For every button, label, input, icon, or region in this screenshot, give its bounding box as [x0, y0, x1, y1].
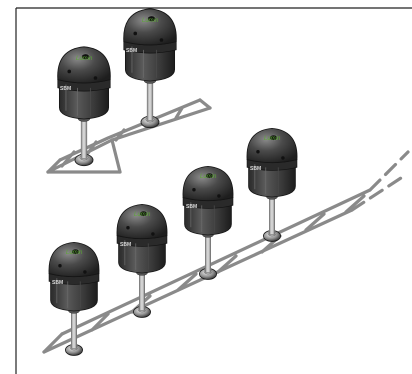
sensor-unit-lower-4	[246, 127, 298, 242]
brand-label-lower-1: Lumin	[66, 250, 83, 256]
model-label-upper-2: SBM	[126, 48, 137, 54]
brand-label-lower-3: Lumin	[200, 174, 217, 180]
model-label-lower-3: SBM	[186, 204, 197, 210]
sensor-unit-lower-3	[182, 165, 234, 280]
brand-label-lower-2: Lumin	[134, 212, 151, 218]
upper-ladder	[46, 98, 212, 174]
brand-label-upper-1: Lumin	[76, 56, 93, 62]
model-label-upper-1: SBM	[60, 86, 71, 92]
model-label-lower-2: SBM	[120, 242, 131, 248]
brand-label-upper-2: Lumin	[142, 18, 159, 24]
sensor-unit-upper-1	[57, 46, 111, 167]
brand-label-lower-4: Lumin	[264, 136, 281, 142]
sensor-unit-upper-2	[123, 8, 177, 129]
model-label-lower-1: SBM	[52, 280, 63, 286]
model-label-lower-4: SBM	[250, 166, 261, 172]
